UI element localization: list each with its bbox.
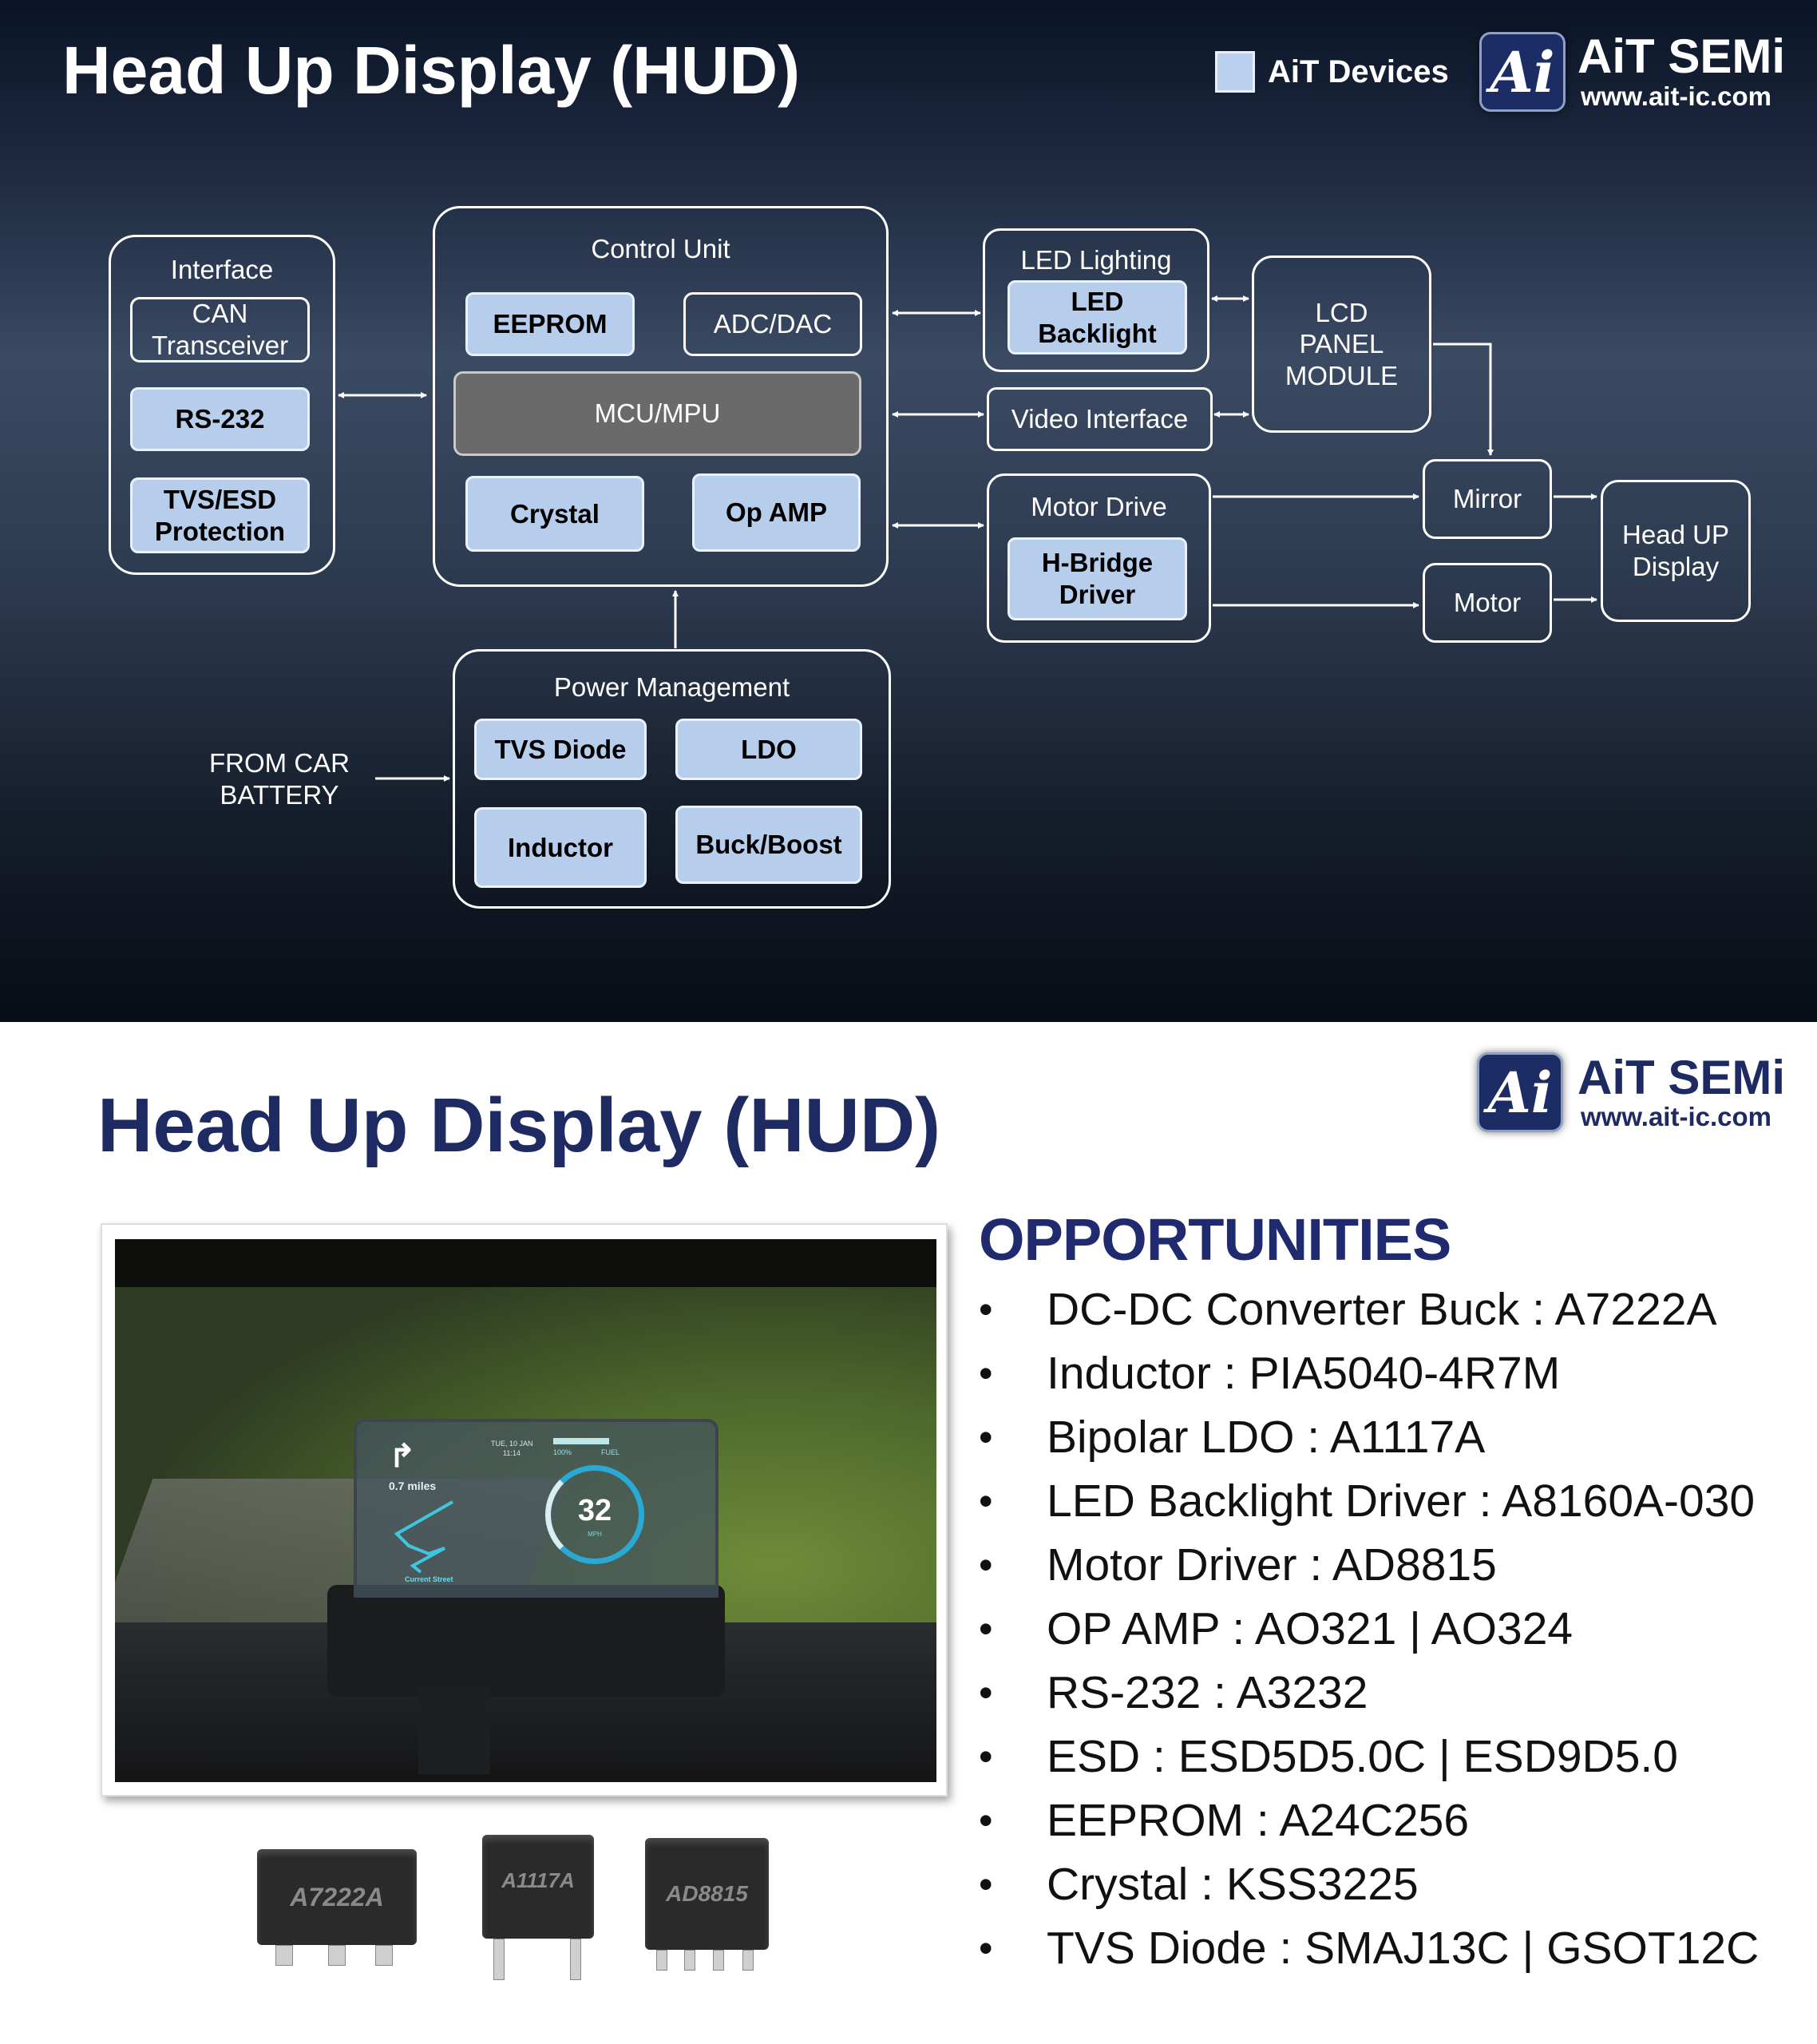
- opportunity-item: • RS-232 : A3232: [979, 1661, 1759, 1725]
- lcd-panel-module-box: LCD PANEL MODULE: [1252, 256, 1431, 433]
- date-text: TUE, 10 JAN: [491, 1440, 533, 1448]
- control-unit-group: Control Unit: [433, 206, 889, 587]
- opportunity-text: EEPROM : A24C256: [1047, 1795, 1470, 1846]
- opportunity-item: • DC-DC Converter Buck : A7222A: [979, 1278, 1759, 1341]
- hud-device-base: [327, 1585, 725, 1697]
- adc-dac-box: ADC/DAC: [683, 292, 862, 356]
- legend-swatch: [1215, 51, 1255, 93]
- opportunity-text: TVS Diode : SMAJ13C | GSOT12C: [1047, 1923, 1760, 1974]
- ait-logo-icon: Ai: [1477, 1052, 1563, 1132]
- opportunity-item: • TVS Diode : SMAJ13C | GSOT12C: [979, 1916, 1759, 1980]
- bullet: •: [979, 1543, 993, 1587]
- ait-logo-icon: Ai: [1479, 32, 1566, 112]
- opportunity-item: • Motor Driver : AD8815: [979, 1533, 1759, 1597]
- bullet: •: [979, 1287, 993, 1332]
- motor-drive-group: Motor Drive: [987, 473, 1211, 643]
- opportunity-text: OP AMP : AO321 | AO324: [1047, 1603, 1574, 1654]
- mirror-box: Mirror: [1423, 459, 1552, 539]
- opportunity-item: • ESD : ESD5D5.0C | ESD9D5.0: [979, 1725, 1759, 1788]
- opportunity-text: LED Backlight Driver : A8160A-030: [1047, 1476, 1756, 1527]
- opportunity-item: • Bipolar LDO : A1117A: [979, 1405, 1759, 1469]
- bullet: •: [979, 1351, 993, 1396]
- led-lighting-group: LED Lighting: [983, 228, 1209, 372]
- logo-url: www.ait-ic.com: [1581, 81, 1771, 111]
- interface-label: Interface: [170, 255, 274, 284]
- bullet: •: [979, 1798, 993, 1843]
- opportunity-item: • OP AMP : AO321 | AO324: [979, 1597, 1759, 1661]
- opportunity-item: • Inductor : PIA5040-4R7M: [979, 1341, 1759, 1405]
- bullet: •: [979, 1479, 993, 1523]
- eeprom-box: EEPROM: [465, 292, 635, 356]
- car-battery-label: FROM CAR BATTERY: [209, 748, 350, 810]
- buck-boost-box: Buck/Boost: [675, 806, 862, 884]
- speed-dial: [545, 1465, 644, 1564]
- opportunity-text: ESD : ESD5D5.0C | ESD9D5.0: [1047, 1731, 1678, 1782]
- distance-text: 0.7 miles: [389, 1480, 437, 1492]
- head-up-display-box: Head UP Display: [1601, 480, 1751, 622]
- opportunity-item: • LED Backlight Driver : A8160A-030: [979, 1469, 1759, 1533]
- fuel-label: FUEL: [601, 1448, 620, 1456]
- bullet: •: [979, 1415, 993, 1460]
- bullet: •: [979, 1734, 993, 1779]
- hud-photo: ↱ 0.7 miles TUE, 10 JAN 11:14 100% FUEL …: [115, 1239, 936, 1782]
- time-text: 11:14: [503, 1449, 521, 1457]
- chip-a1117a: A1117A: [482, 1835, 594, 1939]
- can-transceiver-box: CAN Transceiver: [130, 297, 310, 362]
- opportunity-text: Bipolar LDO : A1117A: [1047, 1412, 1486, 1463]
- hud-screen: ↱ 0.7 miles TUE, 10 JAN 11:14 100% FUEL …: [354, 1419, 718, 1598]
- logo-url: www.ait-ic.com: [1581, 1102, 1771, 1131]
- connector-arrows: [338, 295, 1597, 782]
- arrow-lcd-mirror: [1433, 343, 1494, 456]
- opportunity-text: Motor Driver : AD8815: [1047, 1539, 1497, 1590]
- windshield-top: [115, 1239, 936, 1287]
- page-title: Head Up Display (HUD): [62, 33, 801, 108]
- bullet: •: [979, 1670, 993, 1715]
- opportunity-item: • EEPROM : A24C256: [979, 1788, 1759, 1852]
- turn-right-icon: ↱: [389, 1439, 416, 1474]
- legend-label: AiT Devices: [1268, 54, 1449, 89]
- crystal-box: Crystal: [465, 476, 644, 552]
- led-lighting-label: LED Lighting: [1020, 245, 1172, 275]
- opportunity-text: Crystal : KSS3225: [1047, 1859, 1419, 1910]
- tvs-esd-box: TVS/ESD Protection: [130, 477, 310, 553]
- opportunities-list: • DC-DC Converter Buck : A7222A • Inductor …: [979, 1278, 1759, 1980]
- chip-ad8815: AD8815: [645, 1838, 769, 1950]
- speed-value: 32: [577, 1494, 612, 1527]
- fuel-bar: [553, 1438, 609, 1444]
- motor-drive-label: Motor Drive: [1031, 492, 1167, 521]
- opportunities-heading: OPPORTUNITIES: [979, 1206, 1451, 1273]
- bullet: •: [979, 1926, 993, 1971]
- hud-mount: [418, 1686, 490, 1774]
- power-management-group: Power Management: [453, 649, 891, 909]
- block-diagram-panel: Head Up Display (HUD) AiT Devices Ai AiT…: [0, 0, 1817, 1022]
- hud-photo-frame: ↱ 0.7 miles TUE, 10 JAN 11:14 100% FUEL …: [101, 1223, 948, 1796]
- fuel-percent: 100%: [553, 1448, 572, 1456]
- op-amp-box: Op AMP: [692, 473, 861, 552]
- logo-name: AiT SEMi: [1578, 1051, 1786, 1104]
- logo-name: AiT SEMi: [1578, 30, 1786, 83]
- street-text: Current Street: [405, 1575, 453, 1583]
- tvs-diode-box: TVS Diode: [474, 719, 647, 780]
- mcu-mpu-box: MCU/MPU: [453, 371, 861, 456]
- inductor-box: Inductor: [474, 807, 647, 888]
- route-map: [394, 1500, 453, 1574]
- video-interface-box: Video Interface: [987, 387, 1213, 451]
- bullet: •: [979, 1606, 993, 1651]
- bullet: •: [979, 1862, 993, 1907]
- opportunity-item: • Crystal : KSS3225: [979, 1852, 1759, 1916]
- motor-box: Motor: [1423, 563, 1552, 643]
- opportunity-text: DC-DC Converter Buck : A7222A: [1047, 1284, 1717, 1335]
- led-backlight-box: LED Backlight: [1007, 280, 1187, 355]
- section-title: Head Up Display (HUD): [97, 1083, 941, 1168]
- opportunity-text: RS-232 : A3232: [1047, 1667, 1368, 1718]
- interface-group: Interface: [109, 235, 335, 575]
- opportunity-text: Inductor : PIA5040-4R7M: [1047, 1348, 1561, 1399]
- chip-a7222a: A7222A: [257, 1849, 417, 1945]
- ldo-box: LDO: [675, 719, 862, 780]
- rs232-box: RS-232: [130, 387, 310, 451]
- power-management-label: Power Management: [553, 672, 790, 702]
- speed-unit: MPH: [588, 1531, 602, 1538]
- h-bridge-driver-box: H-Bridge Driver: [1007, 537, 1187, 620]
- control-unit-label: Control Unit: [591, 234, 730, 263]
